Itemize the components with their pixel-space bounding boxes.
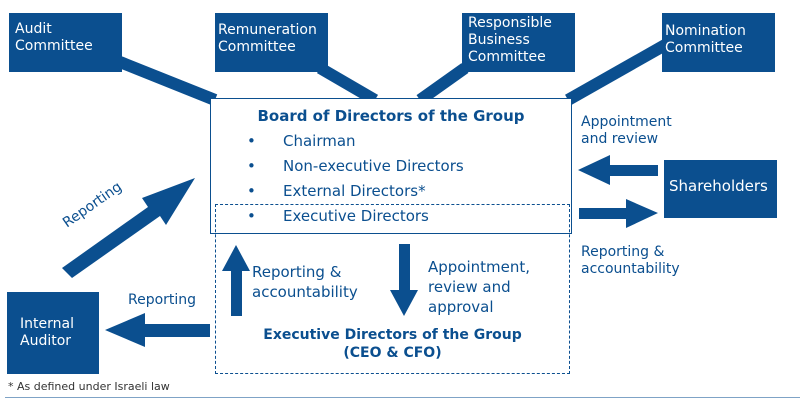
internal-auditor-box: Internal Auditor [7, 292, 99, 374]
label-reporting-accountability-up: Reporting & accountability [252, 263, 358, 301]
executive-subtitle: (CEO & CFO) [343, 345, 442, 361]
label-reporting-auditor: Reporting [128, 292, 197, 308]
member-label: Chairman [283, 132, 356, 150]
connector-remuneration [316, 62, 379, 106]
label-appointment-review-approval: Appointment, review and approval [428, 258, 531, 316]
arrow-up-reporting [222, 245, 250, 316]
board-title: Board of Directors of the Group [257, 107, 525, 125]
board-of-directors: Board of Directors of the Group • Chairma… [210, 98, 572, 234]
label-appointment-review: Appointment and review [581, 114, 672, 147]
bullet-icon: • [247, 157, 256, 175]
member-label: Executive Directors [283, 207, 429, 225]
bullet-icon: • [247, 132, 256, 150]
connector-responsible-business [416, 63, 469, 105]
connector-nomination [565, 39, 668, 106]
arrow-reporting-right [579, 199, 658, 228]
label-reporting-accountability-right: Reporting & accountability [581, 244, 680, 277]
committee-audit: Audit Committee [9, 13, 122, 72]
bullet-icon: • [247, 182, 256, 200]
executive-title: Executive Directors of the Group (CEO & … [215, 326, 570, 362]
footnote: * As defined under Israeli law [8, 380, 170, 393]
executive-directors-group [215, 204, 570, 374]
connector-audit [117, 56, 218, 106]
arrow-down-appointment [390, 244, 418, 316]
footer-divider [5, 397, 800, 398]
shareholders-box: Shareholders [664, 160, 777, 218]
committee-nomination: Nomination Committee [662, 13, 775, 72]
member-label: Non-executive Directors [283, 157, 464, 175]
arrow-appointment-left [578, 155, 658, 185]
bullet-icon: • [247, 207, 256, 225]
arrow-reporting-auditor [105, 313, 210, 347]
executive-title-line: Executive Directors of the Group [263, 327, 522, 343]
committee-responsible-business: Responsible Business Committee [462, 13, 575, 72]
committee-remuneration: Remuneration Committee [215, 13, 328, 72]
arrow-reporting-diagonal [62, 178, 195, 278]
member-label: External Directors* [283, 182, 426, 200]
